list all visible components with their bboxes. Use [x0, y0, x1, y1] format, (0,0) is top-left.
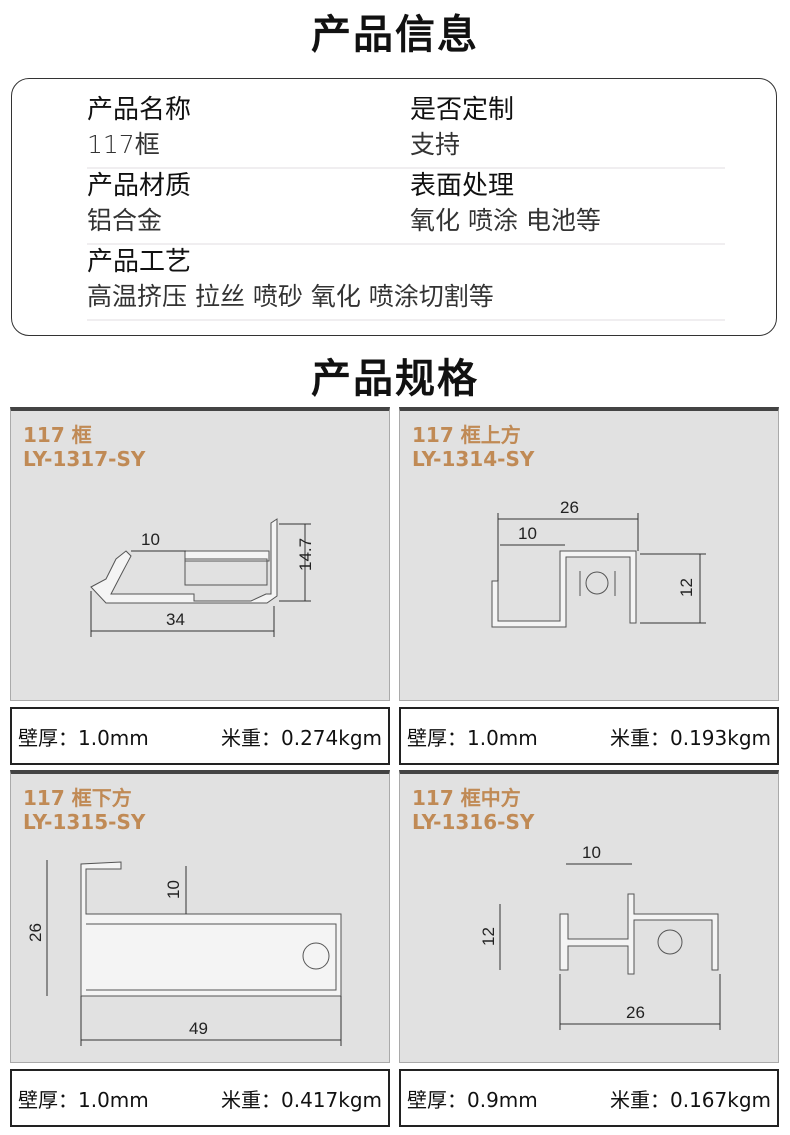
info-value: 氧化 喷涂 电池等 — [410, 206, 601, 235]
dimension-label: 26 — [560, 498, 579, 517]
product-spec-title: 产品规格 — [311, 356, 479, 402]
product-info-title: 产品信息 — [311, 12, 479, 58]
info-value: 高温挤压 拉丝 喷砂 氧化 喷涂切割等 — [87, 282, 494, 311]
profile-name: 117 框下方 — [23, 786, 132, 810]
spec-caption: 壁厚：0.9mm 米重：0.167kgm — [399, 1069, 779, 1127]
profile-name: 117 框中方 — [412, 786, 521, 810]
dimension-label: 49 — [189, 1019, 208, 1038]
profile-diagram: 10 12 26 — [479, 843, 721, 1030]
weight-per-meter: 米重：0.193kgm — [609, 725, 771, 750]
info-row: 产品名称 117框 是否定制支持 — [87, 93, 725, 169]
profile-code: LY-1316-SY — [412, 810, 535, 834]
weight-per-meter: 米重：0.417kgm — [220, 1087, 382, 1112]
dimension-label: 10 — [164, 880, 183, 899]
dimension-label: 10 — [518, 524, 537, 543]
info-label: 产品名称 — [87, 95, 192, 125]
profile-code: LY-1314-SY — [412, 447, 535, 471]
dimension-label: 12 — [479, 927, 498, 946]
info-value: 117框 — [87, 130, 160, 159]
info-label: 表面处理 — [410, 171, 515, 201]
weight-per-meter: 米重：0.274kgm — [220, 725, 382, 750]
info-label: 是否定制 — [410, 95, 515, 125]
info-label: 产品材质 — [87, 171, 192, 201]
product-info-table: 产品名称 117框 是否定制支持 产品材质铝合金 表面处理氧化 喷涂 电池等 产品… — [11, 78, 777, 336]
info-label: 产品工艺 — [87, 247, 192, 277]
spec-caption: 壁厚：1.0mm 米重：0.193kgm — [399, 707, 779, 765]
dimension-label: 26 — [626, 1003, 645, 1022]
spec-caption: 壁厚：1.0mm 米重：0.274kgm — [10, 707, 390, 765]
info-row: 产品工艺高温挤压 拉丝 喷砂 氧化 喷涂切割等 — [87, 245, 725, 321]
profile-name: 117 框上方 — [412, 423, 521, 447]
info-row: 产品材质铝合金 表面处理氧化 喷涂 电池等 — [87, 169, 725, 245]
dimension-label: 12 — [677, 578, 696, 597]
dimension-label: 10 — [582, 843, 601, 862]
profile-diagram: 26 10 12 — [491, 498, 706, 628]
profile-name: 117 框 — [23, 423, 92, 447]
dimension-label: 34 — [166, 610, 185, 629]
dimension-label: 10 — [141, 530, 160, 549]
dimension-label: 26 — [26, 923, 45, 942]
info-value: 铝合金 — [87, 206, 163, 235]
profile-diagram: 10 14.7 34 — [90, 518, 315, 637]
profile-code: LY-1317-SY — [23, 447, 146, 471]
profile-code: LY-1315-SY — [23, 810, 146, 834]
info-value: 支持 — [410, 130, 461, 159]
dimension-label: 14.7 — [296, 538, 315, 571]
wall-thickness: 壁厚：1.0mm — [407, 725, 538, 750]
spec-caption: 壁厚：1.0mm 米重：0.417kgm — [10, 1069, 390, 1127]
profile-diagram: 10 26 49 — [26, 860, 342, 1046]
wall-thickness: 壁厚：1.0mm — [18, 725, 149, 750]
weight-per-meter: 米重：0.167kgm — [609, 1087, 771, 1112]
wall-thickness: 壁厚：1.0mm — [18, 1087, 149, 1112]
wall-thickness: 壁厚：0.9mm — [407, 1087, 538, 1112]
